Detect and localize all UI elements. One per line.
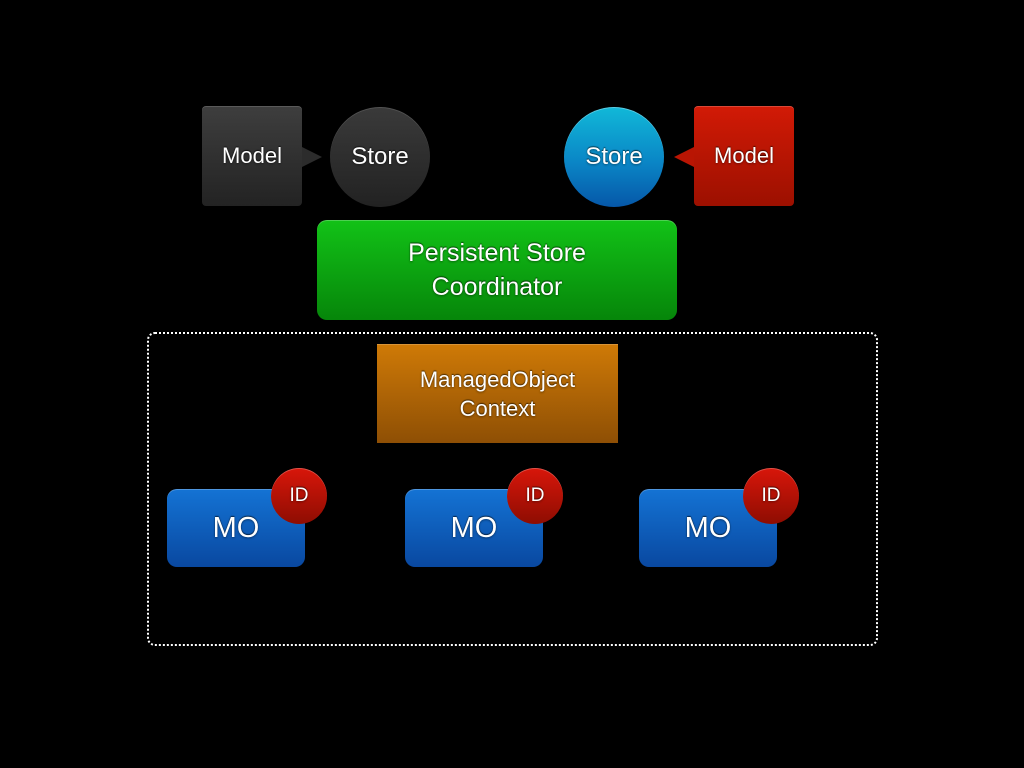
persistent-store-coordinator: Persistent Store Coordinator <box>317 220 677 320</box>
object-id-badge-1: ID <box>271 468 327 524</box>
store-circle-right: Store <box>564 107 664 207</box>
model-to-store-pointer-left <box>302 147 322 167</box>
managed-object-1: MO <box>167 489 305 567</box>
object-id-badge-3: ID <box>743 468 799 524</box>
model-box-left: Model <box>202 106 302 206</box>
model-box-right: Model <box>694 106 794 206</box>
object-id-badge-2: ID <box>507 468 563 524</box>
managed-object-context: ManagedObject Context <box>377 344 618 443</box>
store-circle-left: Store <box>330 107 430 207</box>
managed-object-2: MO <box>405 489 543 567</box>
model-to-store-pointer-right <box>674 147 694 167</box>
context-boundary <box>147 332 878 646</box>
